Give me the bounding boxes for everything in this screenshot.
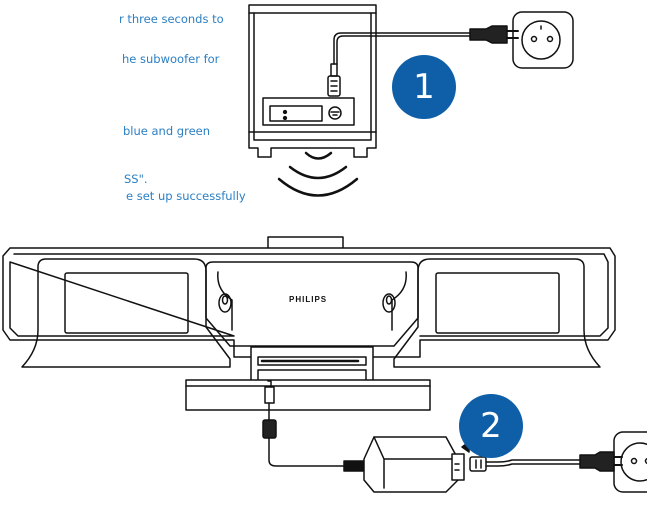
step-number-1: 1 (413, 67, 435, 107)
power-plug-1 (469, 25, 519, 44)
wall-socket-1 (512, 11, 574, 69)
step-badge-1 (392, 55, 456, 119)
wall-socket-2 (613, 431, 647, 493)
step-badge-2 (459, 394, 523, 458)
wireless-signal-icon (277, 151, 359, 197)
step-number-2: 2 (480, 406, 502, 446)
brand-logo-text: PHILIPS (289, 295, 328, 304)
instruction-line-2: he subwoofer for (122, 52, 220, 66)
instruction-line-4: SS". (124, 172, 148, 186)
instruction-line-1: r three seconds to (119, 12, 224, 26)
power-adapter (343, 436, 581, 493)
instruction-line-3: blue and green (123, 124, 211, 138)
power-plug-2 (579, 451, 623, 472)
soundbar-illustration (2, 236, 616, 467)
subwoofer-illustration (248, 4, 471, 158)
instruction-line-5: e set up successfully (126, 189, 246, 203)
